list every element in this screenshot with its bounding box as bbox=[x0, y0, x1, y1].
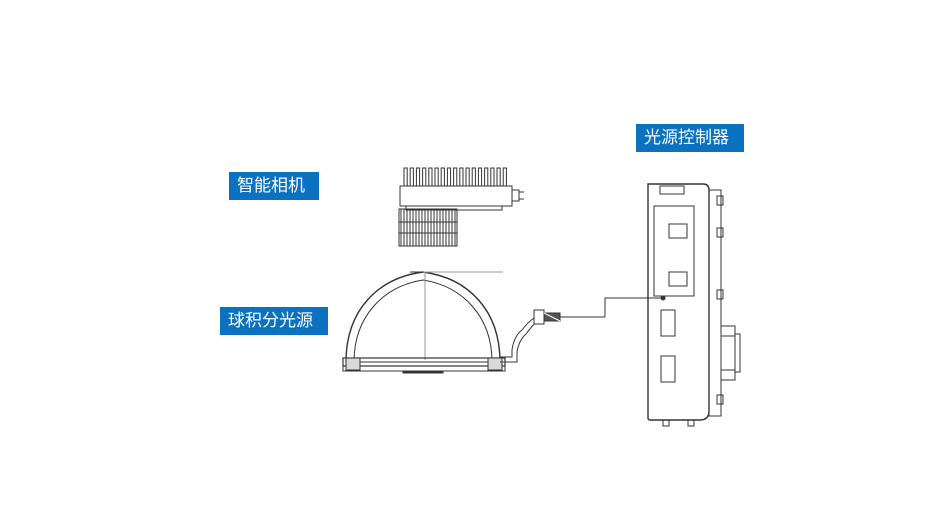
camera-heatsink-fins bbox=[403, 167, 507, 187]
integrating-sphere-illustration bbox=[342, 271, 538, 374]
camera-lens-ribs bbox=[400, 209, 456, 246]
smart-camera-illustration bbox=[398, 167, 524, 247]
label-smart-camera: 智能相机 bbox=[229, 172, 319, 200]
label-light-controller: 光源控制器 bbox=[636, 124, 744, 152]
cable-connector bbox=[533, 295, 666, 325]
label-integrating-sphere-light: 球积分光源 bbox=[220, 307, 328, 335]
light-controller-illustration bbox=[647, 183, 741, 427]
